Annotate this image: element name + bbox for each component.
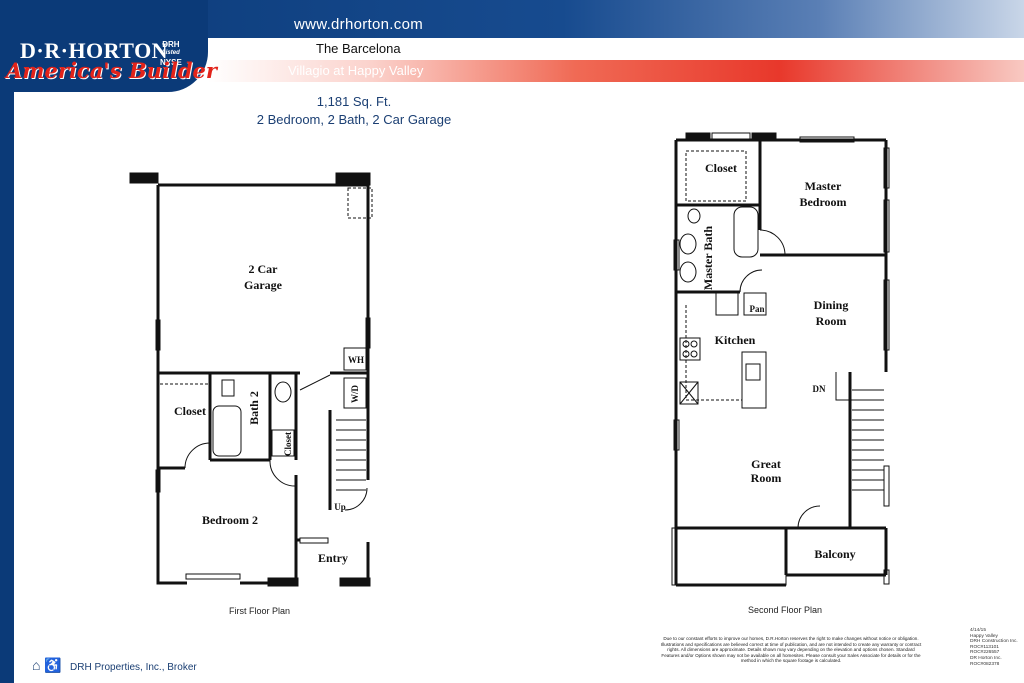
label-entry: Entry <box>318 551 348 565</box>
label-great-line1: Great <box>751 457 781 471</box>
square-footage: 1,181 Sq. Ft. <box>316 94 392 109</box>
label-dining-line1: Dining <box>814 298 849 312</box>
website-url[interactable]: www.drhorton.com <box>294 16 424 33</box>
legal-disclaimer: Due to our constant efforts to improve o… <box>660 636 922 663</box>
meta-line: DRH Construction Inc. <box>970 639 1018 645</box>
second-floor-details <box>671 132 890 586</box>
first-floor-walls <box>156 183 370 585</box>
first-floor-labels: 2 Car Garage Closet Bath 2 Closet WH W/D… <box>174 262 364 565</box>
label-up: Up <box>334 502 346 512</box>
label-water-heater: WH <box>348 355 364 365</box>
label-kitchen: Kitchen <box>715 333 756 347</box>
first-floor-details <box>129 172 373 587</box>
label-closet-small: Closet <box>283 432 293 456</box>
label-bath2: Bath 2 <box>247 391 261 425</box>
meta-line: ROC#082378 <box>970 661 1000 667</box>
brand-tagline: America's Builder <box>6 58 217 83</box>
drh-nyse-badge: DRH Listed NYSE <box>160 40 182 67</box>
label-balcony: Balcony <box>814 547 855 561</box>
meta-line: 4/14/15 <box>970 628 987 633</box>
second-floor-walls <box>674 138 888 587</box>
plan-name-band <box>208 38 1024 60</box>
label-closet: Closet <box>705 161 737 175</box>
broker-text: DRH Properties, Inc., Broker <box>70 662 197 673</box>
label-master-bath: Master Bath <box>701 226 715 290</box>
label-closet: Closet <box>174 404 206 418</box>
brand-logo: D·R·HORTON <box>20 38 169 63</box>
label-great-line2: Room <box>751 471 782 485</box>
drh-badge-listed: Listed <box>162 50 180 56</box>
label-garage-line1: 2 Car <box>249 262 279 276</box>
label-bedroom2: Bedroom 2 <box>202 513 258 527</box>
label-master-line2: Bedroom <box>799 195 846 209</box>
equal-housing-accessibility-icon: ⌂ ♿ <box>32 657 62 673</box>
plan-details: 2 Bedroom, 2 Bath, 2 Car Garage <box>256 112 452 127</box>
meta-line: ROC#113101 <box>970 644 999 650</box>
label-pantry: Pan <box>749 304 764 314</box>
drh-badge-exchange: NYSE <box>160 58 182 67</box>
meta-line: DR Horton Inc. <box>970 655 1002 661</box>
plan-summary: 1,181 Sq. Ft. 2 Bedroom, 2 Bath, 2 Car G… <box>0 93 708 129</box>
second-floor-labels: Closet Master Bedroom Master Bath Pan Di… <box>701 161 856 561</box>
drh-badge-top: DRH <box>162 40 180 49</box>
second-floor-caption: Second Floor Plan <box>748 605 823 615</box>
community-band <box>208 60 1024 82</box>
left-accent-strip <box>0 92 14 683</box>
meta-line: Happy Valley <box>970 633 998 639</box>
logo-panel <box>0 0 208 92</box>
first-floor-caption: First Floor Plan <box>229 606 291 616</box>
label-down: DN <box>813 384 826 394</box>
label-master-line1: Master <box>805 179 842 193</box>
plan-name: The Barcelona <box>316 41 401 56</box>
label-garage-line2: Garage <box>244 278 283 292</box>
label-washer-dryer: W/D <box>350 384 360 403</box>
community-name: Villagio at Happy Valley <box>288 63 424 78</box>
plan-meta: 4/14/15 Happy Valley DRH Construction In… <box>970 628 1018 667</box>
label-dining-line2: Room <box>816 314 847 328</box>
meta-line: ROC#226557 <box>970 650 1000 656</box>
